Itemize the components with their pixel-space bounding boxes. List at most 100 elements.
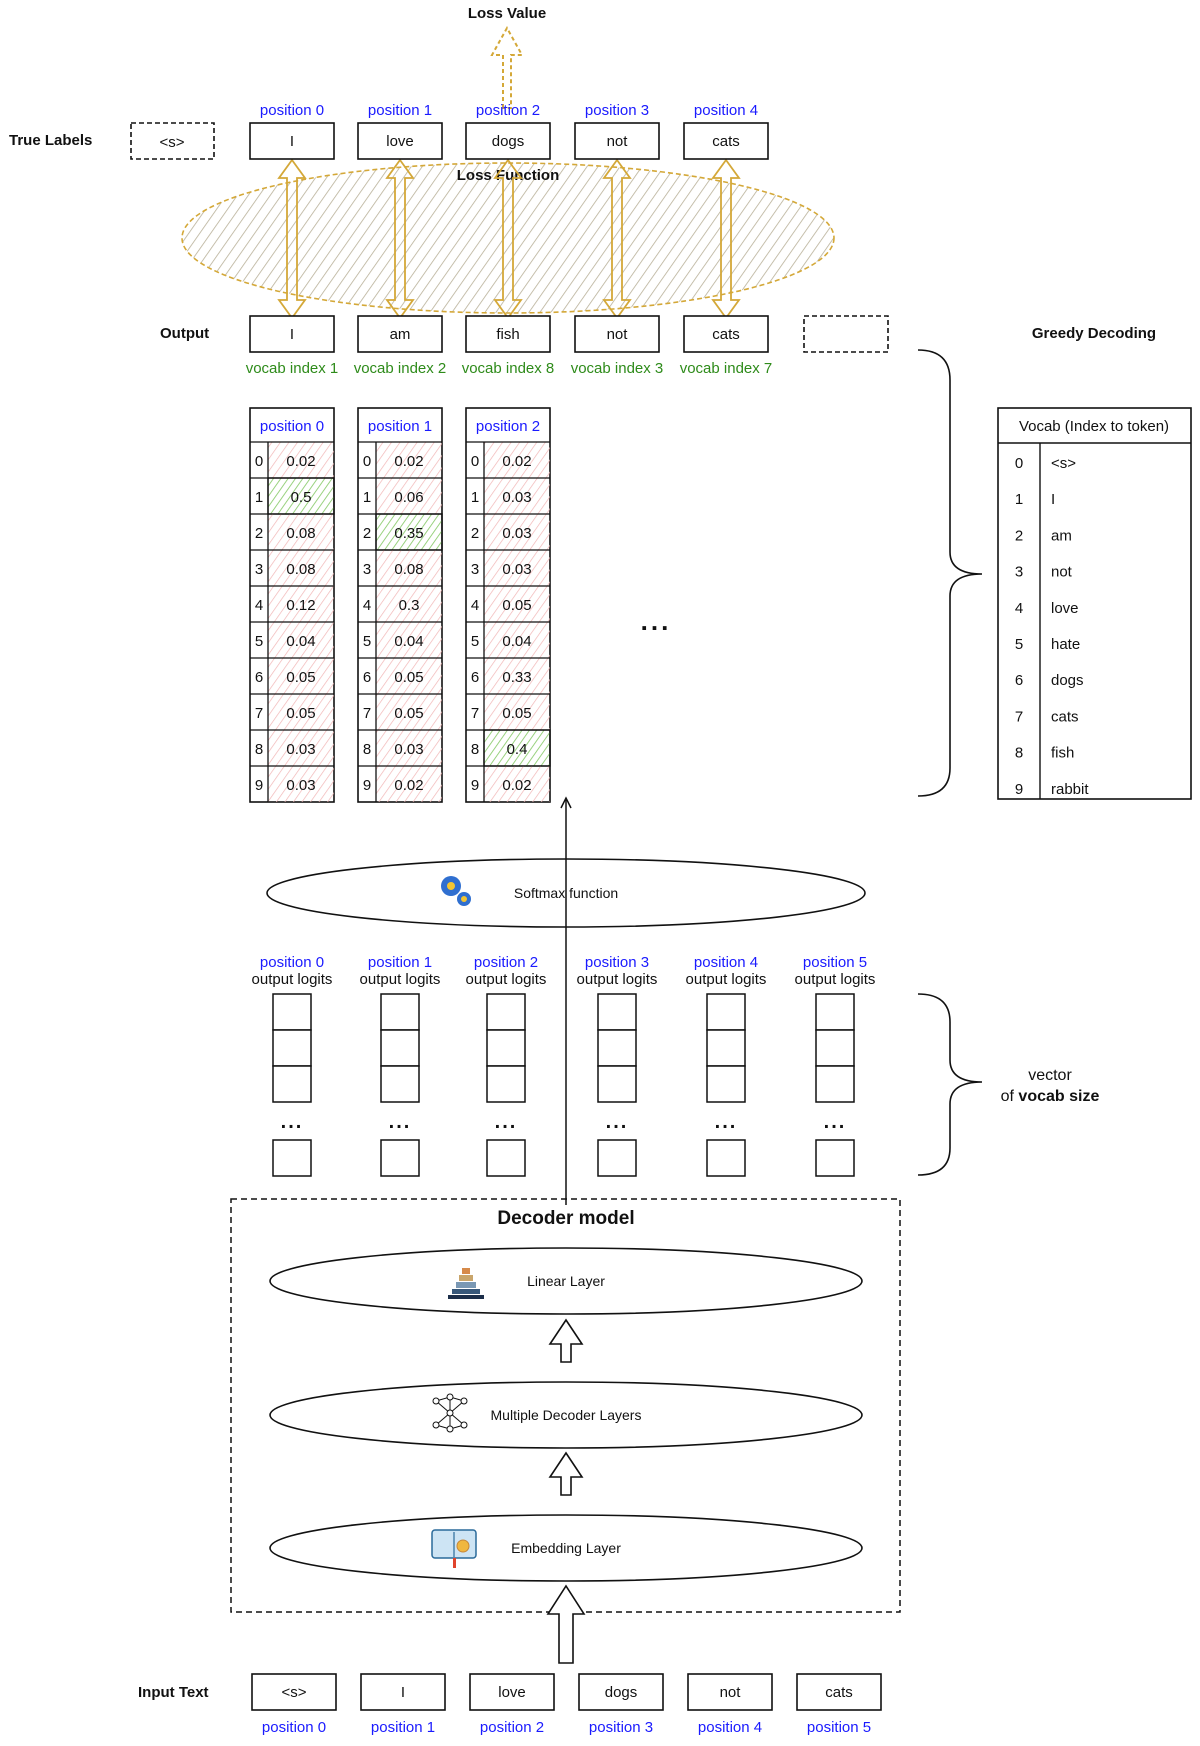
- input-to-embedding-arrow: [546, 1584, 586, 1664]
- logit-ellipsis-0: ...: [281, 1111, 304, 1133]
- vocab-token-6: dogs: [1051, 672, 1084, 689]
- prob-row-index-0-3: 3: [255, 561, 263, 578]
- vocab-index-1: 1: [1015, 491, 1023, 508]
- prob-cell-bg-0-3: [268, 550, 334, 586]
- prob-cell-bg-2-5: [484, 622, 550, 658]
- vocab-title: Vocab (Index to token): [1019, 418, 1169, 435]
- logit-ellipsis-4: ...: [715, 1111, 738, 1133]
- prob-cell-bg-1-0: [376, 442, 442, 478]
- vocab-token-1: I: [1051, 491, 1055, 508]
- prob-value-1-1: 0.06: [394, 489, 423, 506]
- logit-caption-0: output logits: [252, 971, 333, 988]
- prob-value-2-3: 0.03: [502, 561, 531, 578]
- true-label-box-1: [357, 122, 443, 160]
- linear-layer-ellipse: [269, 1247, 863, 1315]
- output-vocab-index-4: vocab index 7: [680, 360, 773, 377]
- loss-arrow-3: [602, 158, 632, 320]
- logit-cell-0-1: [272, 1029, 312, 1067]
- logit-cell-3-1: [597, 1029, 637, 1067]
- embedding-layer-label: Embedding Layer: [511, 1540, 621, 1556]
- output-empty-box: [803, 315, 889, 353]
- prob-cell-bg-1-4: [376, 586, 442, 622]
- prob-value-1-6: 0.05: [394, 669, 423, 686]
- vocab-token-4: love: [1051, 600, 1079, 617]
- input-token-0: <s>: [281, 1684, 306, 1701]
- embedding-layer-ellipse: [269, 1514, 863, 1582]
- logit-cell-1-2: [380, 1065, 420, 1103]
- embedding-to-decoder-arrow: [548, 1451, 584, 1496]
- logit-position-2: position 2: [474, 954, 538, 971]
- prob-row-index-0-9: 9: [255, 777, 263, 794]
- prob-cell-bg-0-0: [268, 442, 334, 478]
- prob-cell-bg-1-7: [376, 694, 442, 730]
- output-token-0: I: [290, 326, 294, 343]
- prob-row-index-2-0: 0: [471, 453, 479, 470]
- loss-function-label: Loss Function: [457, 167, 560, 184]
- prob-row-index-2-8: 8: [471, 741, 479, 758]
- input-position-5: position 5: [807, 1719, 871, 1736]
- prob-row-index-2-2: 2: [471, 525, 479, 542]
- prob-row-index-2-6: 6: [471, 669, 479, 686]
- logit-cell-last-1: [380, 1139, 420, 1177]
- logit-cell-0-2: [272, 1065, 312, 1103]
- logit-position-3: position 3: [585, 954, 649, 971]
- output-token-3: not: [607, 326, 629, 343]
- logit-position-0: position 0: [260, 954, 324, 971]
- logit-caption-5: output logits: [795, 971, 876, 988]
- logit-ellipsis-1: ...: [389, 1111, 412, 1133]
- logit-cell-last-2: [486, 1139, 526, 1177]
- prob-cell-bg-1-3: [376, 550, 442, 586]
- prob-value-1-2: 0.35: [394, 525, 423, 542]
- prob-cell-bg-0-7: [268, 694, 334, 730]
- prob-cell-bg-1-2: [375, 513, 443, 551]
- loss-value-label: Loss Value: [468, 5, 546, 22]
- prob-row-index-2-3: 3: [471, 561, 479, 578]
- prob-row-index-0-1: 1: [255, 489, 263, 506]
- prob-table-header-0: position 0: [260, 418, 324, 435]
- logit-cell-5-1: [815, 1029, 855, 1067]
- loss-value-arrow: [490, 25, 524, 109]
- prob-row-index-0-2: 2: [255, 525, 263, 542]
- prob-cell-bg-1-5: [376, 622, 442, 658]
- vocab-index-0: 0: [1015, 455, 1023, 472]
- prob-row-index-0-0: 0: [255, 453, 263, 470]
- prob-value-2-9: 0.02: [502, 777, 531, 794]
- loss-arrow-4: [711, 158, 741, 320]
- prob-cell-bg-2-6: [484, 658, 550, 694]
- logit-cell-4-2: [706, 1065, 746, 1103]
- logit-cell-last-0: [272, 1139, 312, 1177]
- true-label-position-0: position 0: [260, 102, 324, 119]
- prob-value-0-2: 0.08: [286, 525, 315, 542]
- prob-value-1-3: 0.08: [394, 561, 423, 578]
- vocab-token-8: fish: [1051, 745, 1074, 762]
- logit-caption-1: output logits: [360, 971, 441, 988]
- prob-cell-bg-2-4: [484, 586, 550, 622]
- true-label-position-4: position 4: [694, 102, 758, 119]
- prob-value-2-0: 0.02: [502, 453, 531, 470]
- prob-cell-bg-1-9: [376, 766, 442, 802]
- logit-ellipsis-2: ...: [495, 1111, 518, 1133]
- output-title: Output: [160, 325, 209, 342]
- prob-value-2-8: 0.4: [507, 741, 528, 758]
- prob-row-index-0-4: 4: [255, 597, 263, 614]
- vocab-size-line1: vector: [1028, 1067, 1072, 1084]
- true-label-box-3: [574, 122, 660, 160]
- output-vocab-index-0: vocab index 1: [246, 360, 339, 377]
- true-label-token-0: I: [290, 133, 294, 150]
- vocab-token-3: not: [1051, 564, 1073, 581]
- prob-cell-bg-1-8: [376, 730, 442, 766]
- input-position-4: position 4: [698, 1719, 762, 1736]
- vocab-index-3: 3: [1015, 564, 1023, 581]
- loss-function-ellipse: [181, 162, 835, 314]
- vocab-size-brace: [917, 993, 983, 1176]
- prob-value-2-4: 0.05: [502, 597, 531, 614]
- vocab-index-2: 2: [1015, 527, 1023, 544]
- linear-layer-label: Linear Layer: [527, 1273, 605, 1289]
- prob-cell-bg-0-6: [268, 658, 334, 694]
- pyramid-icon: [448, 1268, 484, 1299]
- prob-cell-bg-1-6: [376, 658, 442, 694]
